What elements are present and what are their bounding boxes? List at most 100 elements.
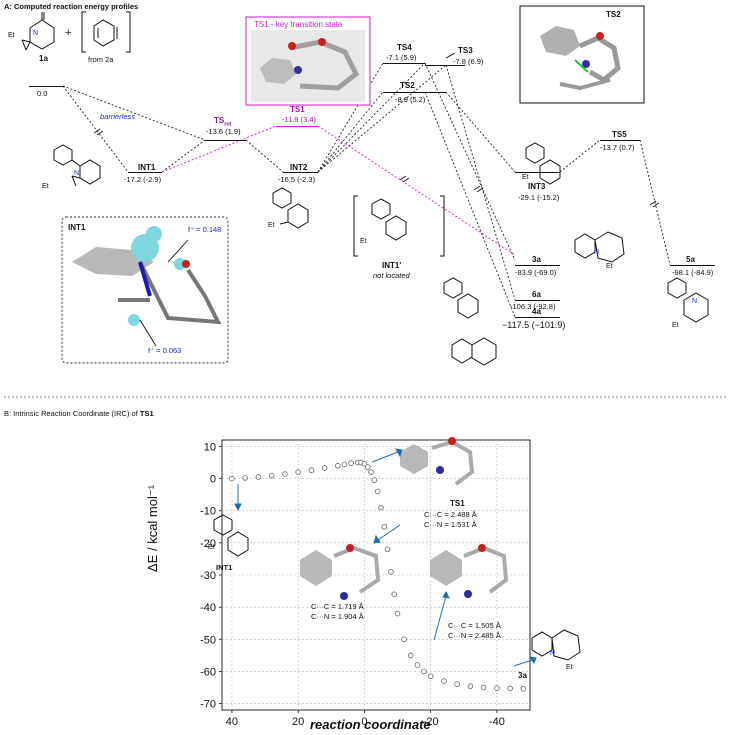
int1-prime-note: not located	[373, 271, 410, 280]
f-0148-arrow	[167, 239, 189, 263]
level-ts5	[600, 140, 640, 141]
irc-point	[467, 683, 474, 690]
level-ts4-value: -7.1 (5.9)	[386, 53, 417, 62]
int1-box-title: INT1	[68, 223, 86, 232]
irc-point	[381, 523, 388, 530]
irc-point	[364, 464, 371, 470]
et-label-int2: Et	[268, 222, 275, 229]
irc-point	[421, 668, 427, 675]
irc-right-cn: C···N = 2.485 Å	[448, 631, 501, 640]
x-tick-label: 20	[292, 716, 304, 728]
level-tsrot-value: -13.6 (1.9)	[206, 127, 241, 136]
level-4a-value: −117.5 (−101.9)	[502, 320, 566, 330]
level-ts5-value: -13.7 (0.7)	[600, 143, 635, 152]
int1-f-0148: f⁺ = 0.148	[188, 225, 222, 234]
level-5a	[670, 265, 715, 266]
level-ts2-value: -8.9 (5.2)	[395, 95, 426, 104]
level-4a	[515, 317, 560, 318]
irc-left-cn: C···N = 1.904 Å	[311, 612, 364, 621]
level-int1	[128, 172, 162, 173]
level-tsrot	[205, 140, 246, 141]
level-ts1-label: TS1	[290, 105, 305, 114]
ts3-arrow	[445, 52, 456, 59]
ts2-box-title: TS2	[606, 10, 621, 19]
y-tick-label: 10	[204, 441, 216, 453]
panel-b-title-bold: TS1	[139, 409, 154, 418]
et-label-int1-prime: Et	[360, 238, 367, 245]
ts1-3d-model	[251, 30, 365, 102]
level-int2-value: -16.5 (-2.3)	[278, 175, 316, 184]
y-tick-label: -70	[200, 699, 216, 711]
level-3a	[515, 265, 560, 266]
f-0063-arrow	[139, 319, 157, 347]
irc-n-label-3a: N	[550, 650, 556, 657]
irc-point	[368, 469, 374, 475]
n-label-5a: N	[692, 298, 698, 305]
from-2a-label: from 2a	[88, 55, 114, 64]
irc-int1-label: INT1	[216, 563, 233, 572]
irc-left-cc: C···C = 1.719 Å	[311, 602, 364, 611]
irc-point	[454, 681, 460, 688]
level-ts5-label: TS5	[612, 130, 627, 139]
irc-point	[394, 610, 401, 617]
x-axis-label: reaction coordinate	[310, 717, 431, 732]
int3-structure	[525, 142, 561, 185]
int1-prime-label: INT1'	[382, 261, 402, 270]
level-6a	[515, 300, 560, 301]
x-tick-label: -40	[489, 716, 505, 728]
irc-3a-label: 3a	[518, 671, 527, 680]
irc-point	[321, 465, 328, 471]
irc-ts1-cc: C···C = 2.488 Å	[424, 510, 477, 519]
irc-point	[361, 460, 368, 467]
level-tsrot-subscript: rot	[224, 121, 232, 128]
irc-point	[374, 488, 381, 495]
aryne-structure	[81, 11, 131, 53]
n-label-int1: N	[74, 170, 80, 177]
et-label-1a: Et	[8, 32, 15, 39]
irc-point	[441, 678, 447, 684]
panel-b-title: B: Intrinsic Reaction Coordinate (IRC) o…	[4, 409, 154, 418]
level-6a-value: -106.3 (-92.8)	[510, 302, 556, 311]
y-tick-label: -60	[200, 666, 216, 678]
x-tick-label: -20	[423, 716, 439, 728]
irc-point	[242, 475, 248, 481]
irc-point	[507, 685, 513, 692]
int2-structure	[272, 187, 309, 229]
ts2-3d-model	[540, 26, 621, 91]
product-6a-structure	[443, 277, 479, 319]
et-label-3a: Et	[606, 263, 613, 270]
irc-right-cc: C···C = 1.505 Å	[448, 621, 501, 630]
level-ts4-label: TS4	[397, 43, 412, 52]
irc-point	[282, 471, 288, 477]
irc-point	[335, 462, 341, 469]
irc-point	[388, 568, 394, 575]
plus-sign: +	[65, 27, 72, 39]
level-ts3	[425, 65, 465, 66]
irc-point	[229, 475, 235, 482]
level-ts2-label: TS2	[400, 81, 415, 90]
level-ts1-value: -11.9 (3.4)	[282, 115, 317, 124]
level-ts3-value: -7.8 (6.9)	[453, 57, 484, 66]
irc-3a-structure	[531, 629, 581, 661]
panel-a-title: A: Computed reaction energy profiles	[4, 2, 139, 11]
irc-point	[255, 474, 262, 480]
y-tick-label: -10	[200, 506, 216, 518]
y-tick-label: -20	[200, 538, 216, 550]
y-tick-label: -30	[200, 570, 216, 582]
level-ts2	[383, 92, 446, 93]
axis-break-marks	[93, 128, 660, 208]
irc-point	[407, 652, 414, 659]
irc-point	[391, 591, 398, 598]
level-int2-label: INT2	[290, 163, 308, 172]
level-tsrot-label: TSrot	[214, 116, 232, 128]
irc-int1-structure	[213, 514, 249, 557]
level-ts3-label: TS3	[458, 46, 473, 55]
int1-structure	[53, 144, 101, 187]
irc-point	[268, 472, 275, 479]
level-4a-label: 4a	[532, 307, 541, 316]
level-start	[29, 86, 63, 87]
y-tick-label: -50	[200, 634, 216, 646]
level-ts1	[276, 126, 318, 127]
